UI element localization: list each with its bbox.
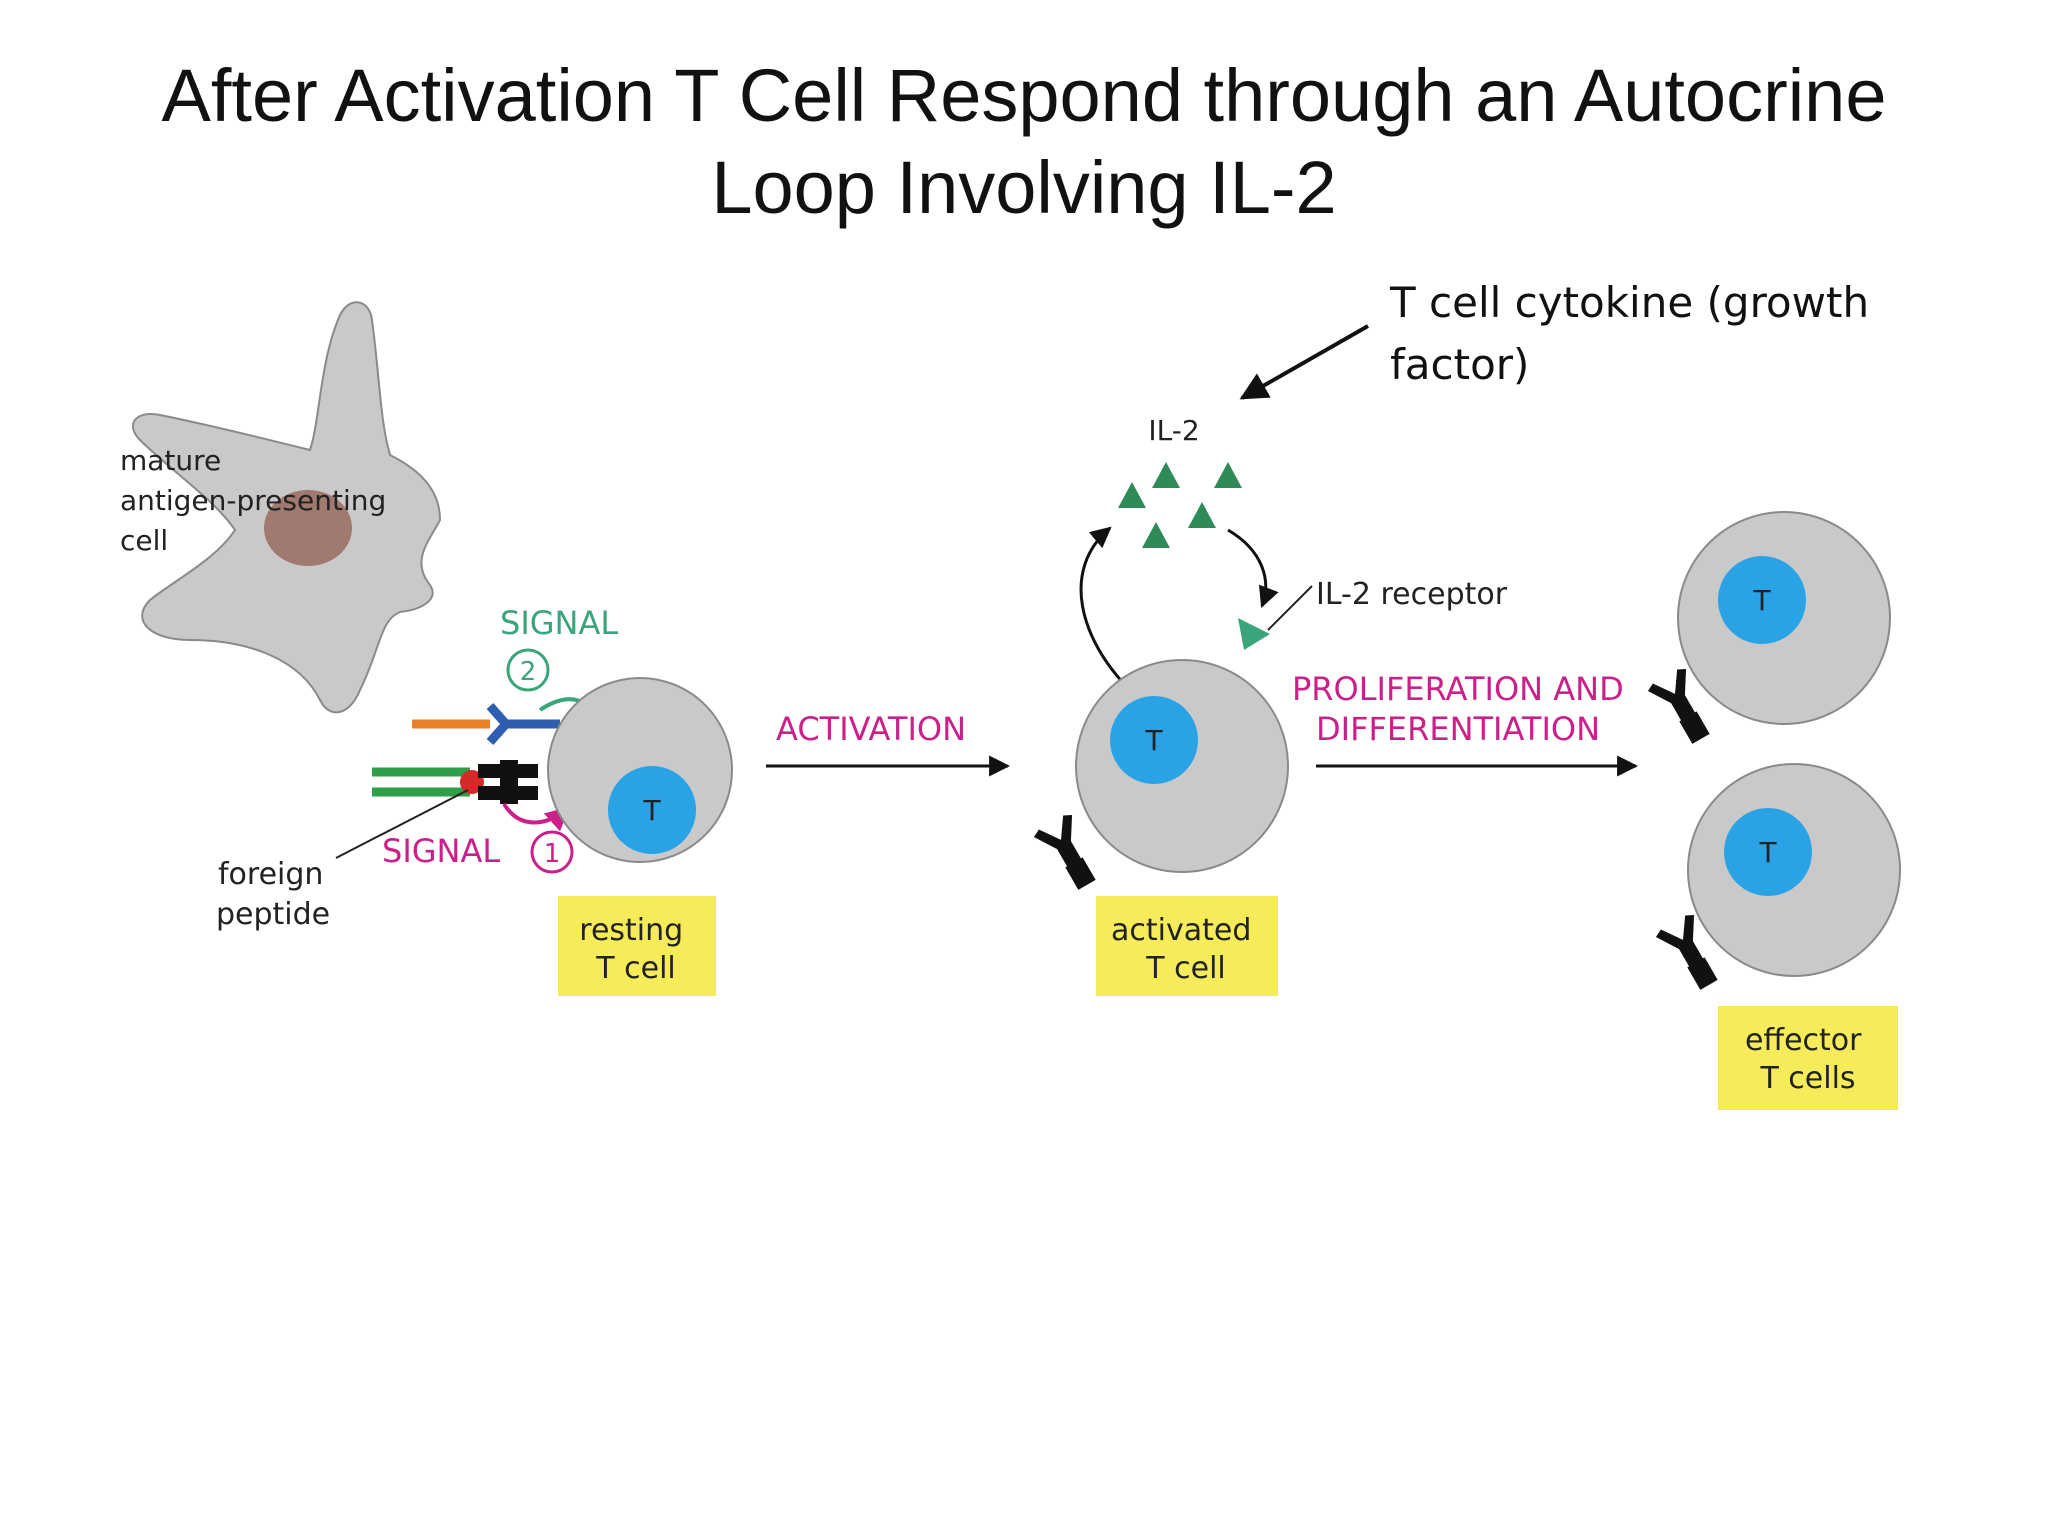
effector-label-line-2: T cells <box>1759 1061 1855 1096</box>
effector-t-cell-bottom-nucleus <box>1724 808 1812 896</box>
effector-label-line-1: effector <box>1745 1023 1862 1058</box>
il2-binding-arrow <box>1227 528 1279 608</box>
il2-label: IL-2 <box>1148 414 1199 447</box>
callout-arrow <box>1239 324 1369 400</box>
activation-label: ACTIVATION <box>776 710 966 748</box>
apc-label-line-1: mature <box>120 444 221 477</box>
resting-label-line-1: resting <box>579 913 683 948</box>
effector-t-cell-top-marker: T <box>1752 584 1771 617</box>
activated-label-box <box>1096 896 1278 996</box>
il2-molecule-4 <box>1142 522 1170 548</box>
effector-label: effector T cells <box>1745 1023 1871 1096</box>
il2-secretion-arrow <box>1079 526 1132 692</box>
signal-1-number: 1 <box>544 839 561 869</box>
il2-receptor-label: IL-2 receptor <box>1316 577 1508 612</box>
cytokine-callout-line-2: factor) <box>1390 340 1530 389</box>
apc-nucleus <box>264 490 352 566</box>
cytokine-callout: T cell cytokine (growth factor) <box>1390 272 1910 396</box>
costimulatory-receptor <box>486 703 560 745</box>
resting-label: resting T cell <box>579 913 692 986</box>
resting-t-cell-marker: T <box>642 794 661 827</box>
il2-molecule-1 <box>1118 482 1146 508</box>
il2-molecule-5 <box>1188 502 1216 528</box>
slide-title: After Activation T Cell Respond through … <box>0 50 2048 234</box>
activated-label-line-2: T cell <box>1145 951 1225 986</box>
t-cell-receptor-resting <box>478 760 538 804</box>
slide-title-line-2: Loop Involving IL-2 <box>711 146 1337 229</box>
resting-t-cell-nucleus <box>608 766 696 854</box>
activated-t-cell-marker: T <box>1144 724 1163 757</box>
signal-2-badge <box>506 648 550 692</box>
resting-label-line-2: T cell <box>595 951 675 986</box>
il2-molecules <box>1118 462 1242 548</box>
il2-receptor-pointer <box>1267 585 1313 631</box>
proliferation-label-line-1: PROLIFERATION AND <box>1292 670 1624 708</box>
signal-1-label: SIGNAL <box>382 832 500 870</box>
effector-t-cell-top-nucleus <box>1718 556 1806 644</box>
activated-label-line-1: activated <box>1111 913 1251 948</box>
proliferation-label-line-2: DIFFERENTIATION <box>1316 710 1600 748</box>
effector-t-cell-bottom-marker: T <box>1758 836 1777 869</box>
foreign-peptide-pointer <box>335 789 469 859</box>
foreign-peptide-label: foreign peptide <box>216 857 333 932</box>
slide-title-line-1: After Activation T Cell Respond through … <box>161 54 1887 137</box>
foreign-peptide-label-line-1: foreign <box>218 857 323 892</box>
apc-label-line-3: cell <box>120 524 168 557</box>
cytokine-callout-line-1: T cell cytokine (growth <box>1390 278 1870 327</box>
resting-label-box <box>558 896 716 996</box>
il2-molecule-2 <box>1152 462 1180 488</box>
apc-label: mature antigen-presenting cell <box>120 444 395 557</box>
activated-label: activated T cell <box>1111 913 1261 986</box>
foreign-peptide-label-line-2: peptide <box>216 897 330 932</box>
signal-1-badge <box>530 830 574 874</box>
apc-label-line-2: antigen-presenting <box>120 484 386 517</box>
signal-2-label: SIGNAL <box>500 604 618 642</box>
proliferation-label: PROLIFERATION AND DIFFERENTIATION <box>1292 670 1634 748</box>
activated-t-cell-nucleus <box>1110 696 1198 784</box>
il2-receptor <box>1238 618 1270 650</box>
il2-molecule-3 <box>1214 462 1242 488</box>
signal-2-number: 2 <box>520 657 537 687</box>
effector-label-box <box>1718 1006 1898 1110</box>
